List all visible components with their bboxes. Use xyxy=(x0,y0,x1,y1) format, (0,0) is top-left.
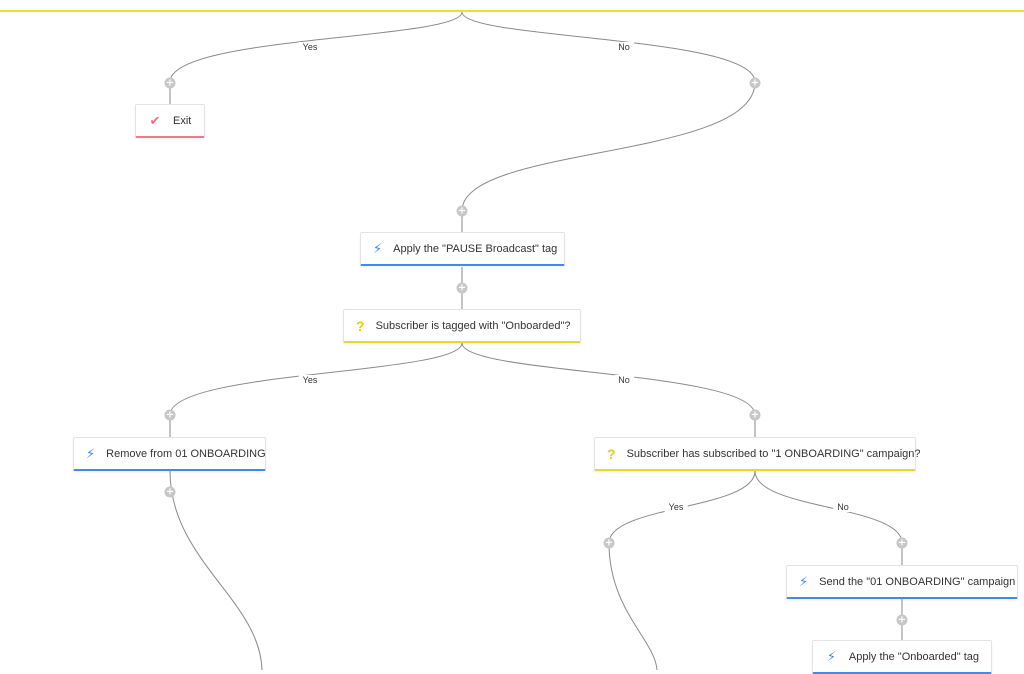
node-label: Send the "01 ONBOARDING" campaign xyxy=(819,575,1016,588)
node-label: Apply the "PAUSE Broadcast" tag xyxy=(393,242,558,255)
node-label: Apply the "Onboarded" tag xyxy=(848,650,979,663)
action-node-pause-tag[interactable]: ⚡ Apply the "PAUSE Broadcast" tag xyxy=(360,232,565,266)
branch-label-no: No xyxy=(614,375,634,385)
node-label: Exit xyxy=(173,114,192,127)
lightning-icon: ⚡ xyxy=(86,446,96,461)
add-step-plus-icon[interactable]: + xyxy=(164,409,176,421)
check-icon: ✔ xyxy=(149,113,161,128)
add-step-plus-icon[interactable]: + xyxy=(164,486,176,498)
node-label: Subscriber is tagged with "Onboarded"? xyxy=(375,319,571,332)
node-label: Subscriber has subscribed to "1 ONBOARDI… xyxy=(626,447,921,460)
branch-label-yes: Yes xyxy=(298,375,322,385)
connector-yes-down xyxy=(608,542,658,670)
connector-low-no xyxy=(754,470,903,544)
action-node-send-campaign[interactable]: ⚡ Send the "01 ONBOARDING" campaign xyxy=(786,565,1018,599)
top-condition-node-edge xyxy=(0,0,1024,12)
add-step-plus-icon[interactable]: + xyxy=(603,537,615,549)
branch-label-yes: Yes xyxy=(664,502,688,512)
connector-top-yes xyxy=(169,11,463,83)
exit-node[interactable]: ✔ Exit xyxy=(135,104,205,138)
question-icon: ? xyxy=(356,317,365,334)
add-step-plus-icon[interactable]: + xyxy=(456,282,468,294)
branch-label-no: No xyxy=(614,42,634,52)
action-node-apply-onboarded[interactable]: ⚡ Apply the "Onboarded" tag xyxy=(812,640,992,674)
condition-node-campaign[interactable]: ? Subscriber has subscribed to "1 ONBOAR… xyxy=(594,437,921,471)
add-step-plus-icon[interactable]: + xyxy=(896,537,908,549)
condition-node-onboarded[interactable]: ? Subscriber is tagged with "Onboarded"? xyxy=(343,309,581,343)
connector-no-to-pause xyxy=(461,81,756,212)
lightning-icon: ⚡ xyxy=(826,649,836,664)
connector-mid-no xyxy=(461,342,756,416)
branch-label-no: No xyxy=(833,502,853,512)
add-step-plus-icon[interactable]: + xyxy=(164,77,176,89)
lightning-icon: ⚡ xyxy=(799,574,809,589)
connector-mid-yes xyxy=(169,342,463,416)
connector-top-no xyxy=(461,11,756,83)
add-step-plus-icon[interactable]: + xyxy=(749,409,761,421)
add-step-plus-icon[interactable]: + xyxy=(749,77,761,89)
add-step-plus-icon[interactable]: + xyxy=(896,614,908,626)
add-step-plus-icon[interactable]: + xyxy=(456,205,468,217)
node-label: Remove from 01 ONBOARDING xyxy=(106,447,266,460)
lightning-icon: ⚡ xyxy=(373,241,383,256)
connector-remove-down xyxy=(169,470,263,670)
branch-label-yes: Yes xyxy=(298,42,322,52)
action-node-remove-onboarding[interactable]: ⚡ Remove from 01 ONBOARDING xyxy=(73,437,266,471)
question-icon: ? xyxy=(607,445,616,462)
